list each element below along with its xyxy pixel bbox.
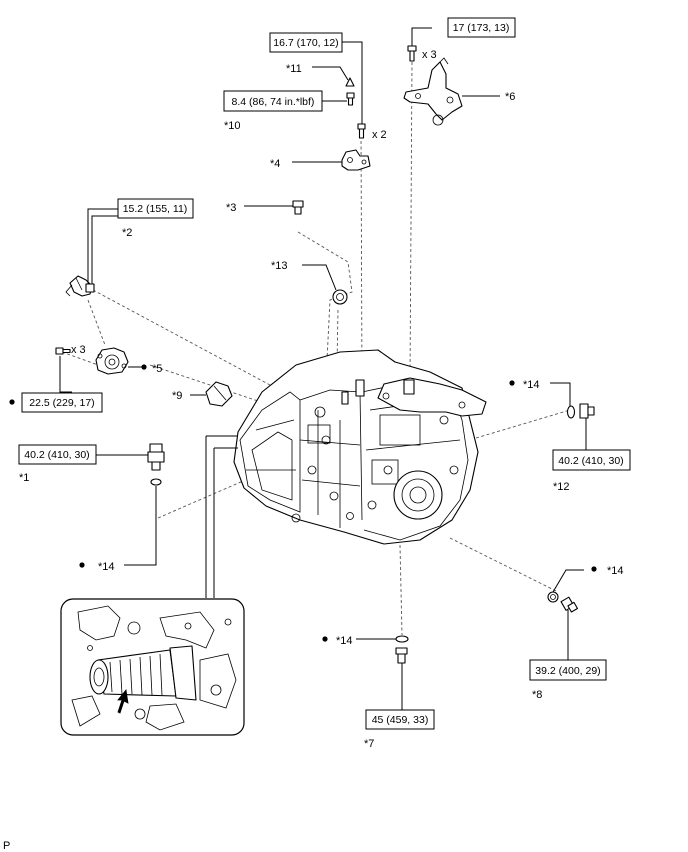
bolt-6 [407,45,417,62]
torque-label: 40.2 (410, 30) [558,455,623,467]
callout-14-bottom: *14 [336,635,353,647]
grease-dot-icon [79,562,85,568]
grease-dot-icon [9,399,15,405]
sensor-5 [95,347,129,375]
torque-box-40-2-right: 40.2 (410, 30) [552,449,631,471]
torque-box-40-2-left: 40.2 (410, 30) [18,444,97,465]
torque-label: 16.7 (170, 12) [273,37,338,49]
bracket-4 [341,149,371,171]
cap-11 [345,77,355,87]
bolt-4 [357,123,366,139]
drain-plug-7 [395,647,408,664]
arrow-up-right-icon [117,689,129,714]
grease-dot-icon [509,380,515,386]
callout-6: *6 [505,91,515,103]
sensor-2 [65,275,95,297]
callout-14-lowright: *14 [607,565,624,577]
switch-1 [147,443,165,471]
torque-label: 22.5 (229, 17) [29,397,94,409]
callout-9: *9 [172,390,182,402]
callout-5: *5 [152,363,162,375]
gasket-14-lowright [547,591,559,603]
torque-label: 39.2 (400, 29) [535,665,600,677]
torque-box-15-2: 15.2 (155, 11) [117,198,194,219]
gasket-14-right [566,405,576,419]
callout-3: *3 [226,202,236,214]
callout-12: *12 [553,481,570,493]
gasket-14-bottom [395,635,409,643]
callout-7: *7 [364,738,374,750]
quantity-label: x 3 [71,344,86,356]
torque-label: 8.4 (86, 74 in.*lbf) [232,96,315,108]
bolt-3 [292,200,304,215]
grease-dot-icon [141,364,147,370]
callout-8: *8 [532,689,542,701]
callout-2: *2 [122,227,132,239]
torque-label: 17 (173, 13) [453,22,510,34]
torque-label: 45 (459, 33) [372,714,429,726]
plug-13 [332,289,348,305]
grease-dot-icon [322,636,328,642]
bracket-6 [403,57,463,126]
callout-13: *13 [271,260,288,272]
gasket-14-left [150,478,162,486]
torque-box-39-2: 39.2 (400, 29) [529,659,607,681]
quantity-label: x 3 [422,49,437,61]
quantity-label: x 2 [372,129,387,141]
grease-dot-icon [591,566,597,572]
detail-inset [60,435,245,736]
torque-label: 40.2 (410, 30) [24,449,89,461]
leader-lines [59,27,587,710]
torque-box-16-7: 16.7 (170, 12) [269,32,343,53]
torque-label: 15.2 (155, 11) [123,203,188,215]
callout-14-left: *14 [98,561,115,573]
breather-plug-10 [346,92,355,106]
plug-8 [560,596,579,613]
torque-box-8-4: 8.4 (86, 74 in.*lbf) [223,90,323,112]
callout-1: *1 [19,472,29,484]
alignment-lines [61,61,571,636]
plug-12 [579,403,595,419]
figure-code: P [3,840,10,852]
seal-9 [205,381,233,407]
torque-box-45: 45 (459, 33) [365,709,435,730]
torque-box-22-5: 22.5 (229, 17) [21,392,103,413]
callout-11: *11 [286,63,302,75]
callout-10: *10 [224,120,241,132]
transaxle-housing [233,349,487,545]
callout-14-right: *14 [523,379,540,391]
torque-box-17: 17 (173, 13) [447,17,516,38]
bolt-5 [55,347,71,355]
callout-4: *4 [270,158,280,170]
